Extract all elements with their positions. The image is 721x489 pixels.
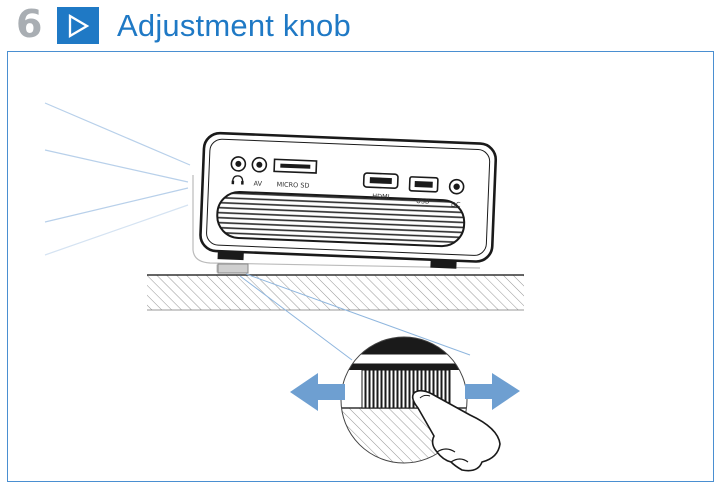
light-beams	[44, 102, 191, 256]
page-title: Adjustment knob	[117, 8, 351, 43]
knob-small	[217, 263, 249, 274]
arrow-right-icon	[465, 373, 520, 410]
section-header: 6 Adjustment knob	[0, 0, 721, 48]
port-label-hdmi: HDMI	[372, 192, 390, 201]
table-surface	[147, 274, 524, 311]
play-triangle-icon	[68, 13, 90, 38]
step-badge	[57, 7, 99, 44]
front-foot	[217, 251, 244, 261]
speaker-grille	[216, 190, 466, 248]
port-label-usb: USB	[416, 197, 430, 206]
port-label-av: AV	[253, 180, 262, 188]
port-label-dc: DC	[451, 200, 461, 208]
arrow-left-icon	[290, 373, 345, 411]
port-label-microsd: MICRO SD	[276, 180, 309, 189]
step-number: 6	[16, 2, 43, 46]
projector: AV MICRO SD HDMI USB DC	[199, 131, 498, 269]
rear-foot	[430, 259, 457, 269]
headphone-icon	[231, 175, 244, 185]
finger-icon	[411, 389, 501, 472]
illustration-frame	[7, 51, 714, 482]
